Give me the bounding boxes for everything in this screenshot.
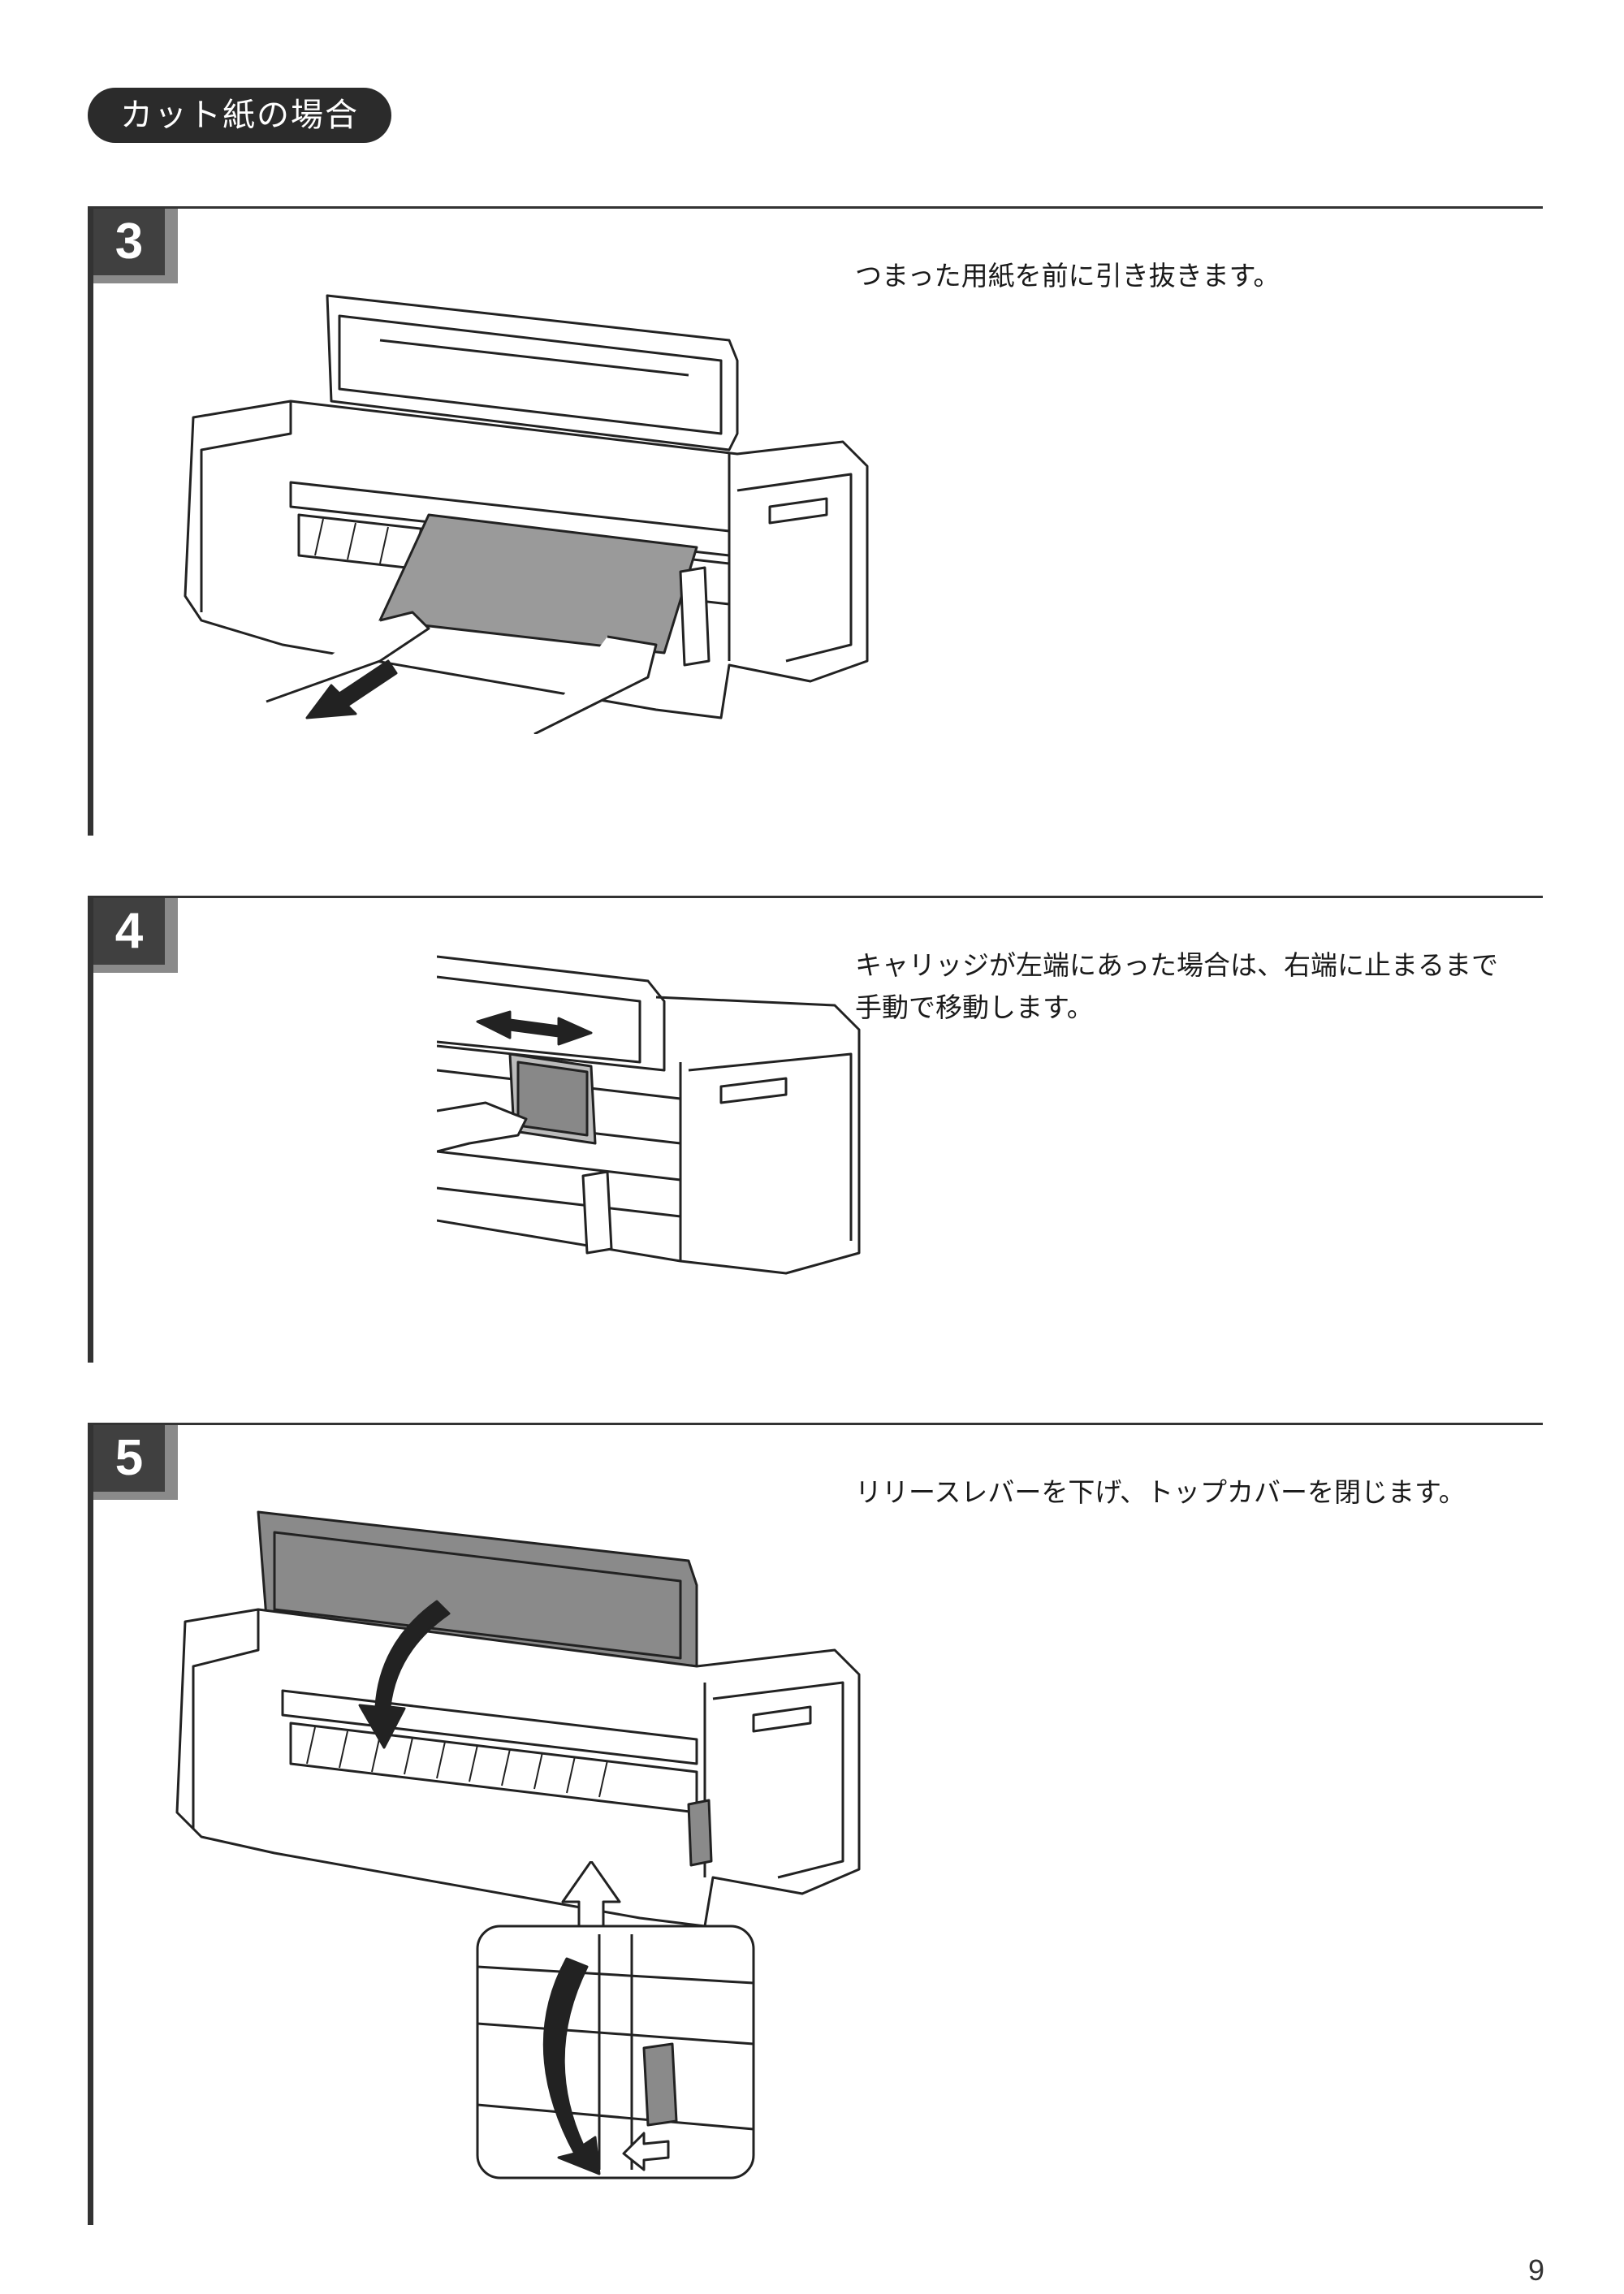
printer-paper-removal-illustration — [184, 294, 869, 734]
step-rule — [88, 1423, 1543, 1425]
step-instruction: キャリッジが左端にあった場合は、右端に止まるまで手動で移動します。 — [855, 949, 1498, 1023]
carriage-move-illustration — [437, 955, 861, 1275]
step-number: 3 — [93, 209, 165, 275]
step-rule — [88, 896, 1543, 898]
step-bar — [88, 206, 93, 836]
step-rule — [88, 206, 1543, 209]
step-instruction: つまった用紙を前に引き抜きます。 — [855, 260, 1281, 292]
page-number: 9 — [1527, 2253, 1544, 2287]
step-bar — [88, 1423, 93, 2225]
step-3: 3 つまった用紙を前に引き抜きます。 — [88, 206, 1543, 836]
step-number: 5 — [93, 1425, 165, 1492]
step-bar — [88, 896, 93, 1363]
step-5: 5 リリースレバーを下げ、トップカバーを閉じます。 — [88, 1423, 1543, 2225]
release-lever-detail-inset — [476, 1861, 755, 2180]
step-4: 4 キャリッジが左端にあった場合は、右端に止まるまで手動で移動します。 — [88, 896, 1543, 1363]
step-instruction: リリースレバーを下げ、トップカバーを閉じます。 — [855, 1476, 1466, 1508]
step-number: 4 — [93, 898, 165, 965]
close-top-cover-illustration — [175, 1510, 861, 1928]
section-label: カット紙の場合 — [88, 88, 391, 143]
